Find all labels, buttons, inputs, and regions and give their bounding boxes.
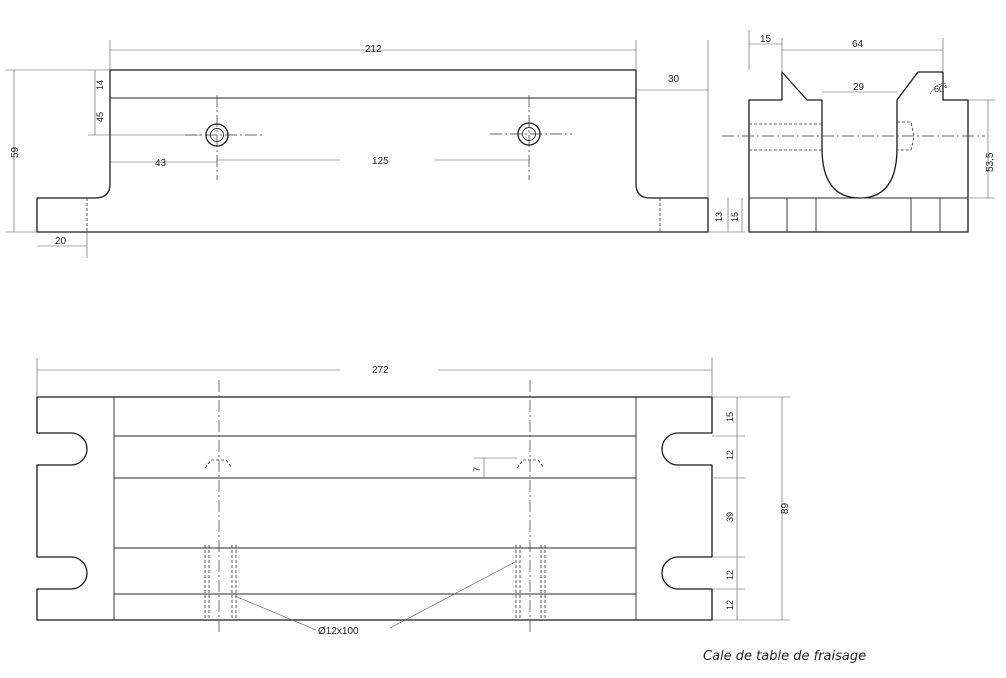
- front-view: 212 59 14 45 30 43 125 20 13 15: [5, 40, 745, 258]
- dim-53-5: 53,5: [985, 152, 996, 172]
- dim-59: 59: [10, 146, 21, 158]
- dim-14: 14: [95, 80, 105, 90]
- dim-12-c: 12: [725, 600, 735, 610]
- front-view-hole-left: [185, 95, 262, 180]
- front-view-hole-right: [490, 95, 572, 180]
- dim-7: 7: [472, 467, 482, 472]
- dim-45: 45: [95, 112, 105, 122]
- drawing-title: Cale de table de fraisage: [703, 649, 866, 664]
- top-view: 272 15 12 39 12 12 89 7 Ø12x100: [36, 358, 791, 637]
- front-view-outline: [36, 69, 709, 233]
- dim-12-b: 12: [725, 570, 735, 580]
- top-view-hole-right: [515, 380, 546, 632]
- dim-39: 39: [725, 512, 735, 522]
- dim-64: 64: [852, 39, 864, 50]
- dim-212: 212: [365, 44, 382, 55]
- dim-20: 20: [55, 236, 67, 247]
- dim-15-foot: 15: [730, 212, 740, 222]
- side-view: 15 64 29 60° 53,5: [722, 30, 996, 233]
- dim-89: 89: [780, 502, 791, 514]
- dim-12-a: 12: [725, 450, 735, 460]
- dim-15-side: 15: [760, 34, 772, 45]
- dim-125: 125: [372, 156, 389, 167]
- callout-bolt: Ø12x100: [318, 626, 359, 637]
- top-view-outline: [36, 396, 713, 621]
- dim-13: 13: [714, 212, 724, 222]
- top-view-hole-left: [204, 380, 237, 632]
- dim-15-top: 15: [725, 412, 735, 422]
- side-view-outline: [748, 71, 969, 233]
- dim-272: 272: [372, 365, 389, 376]
- dim-30: 30: [668, 74, 680, 85]
- dim-60deg: 60°: [934, 84, 948, 94]
- dim-43: 43: [155, 158, 167, 169]
- dim-29: 29: [853, 82, 865, 93]
